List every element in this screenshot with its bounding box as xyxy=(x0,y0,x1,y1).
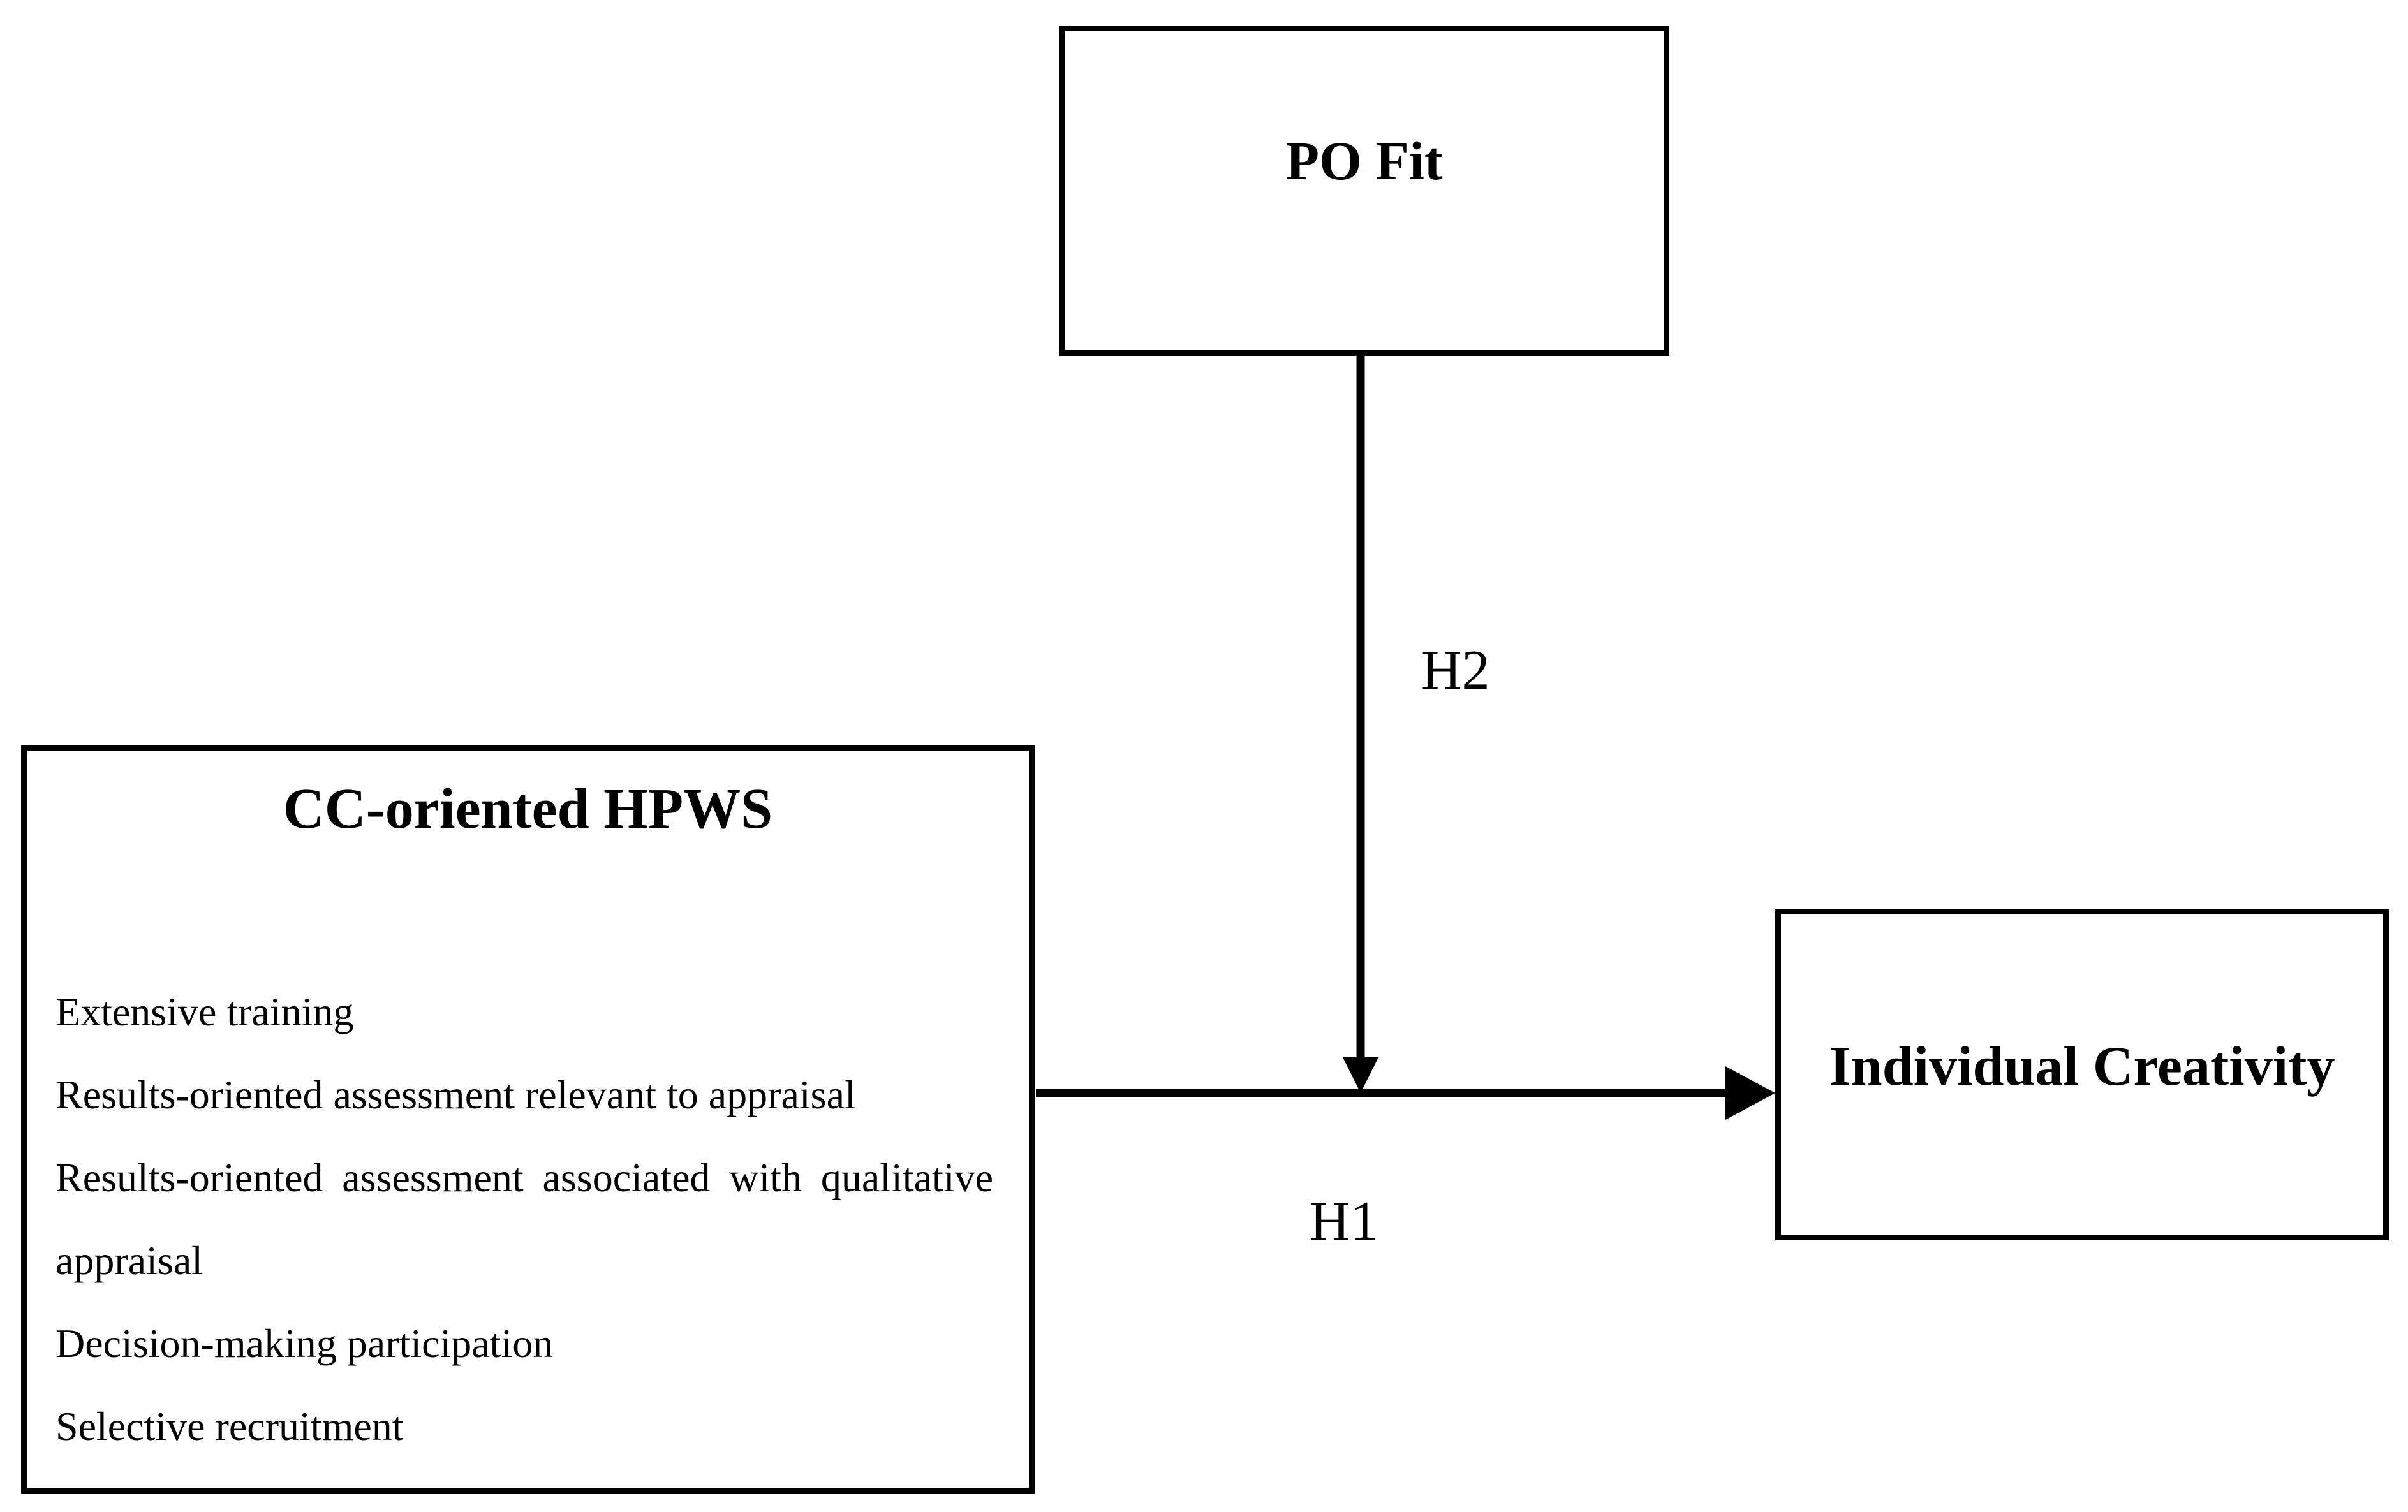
edge-h2-arrow xyxy=(1343,356,1378,1093)
node-cc-oriented-hpws-title: CC-oriented HPWS xyxy=(283,777,773,840)
node-po-fit-title: PO Fit xyxy=(1285,130,1443,191)
hpws-practice-list: Extensive training Results-oriented asse… xyxy=(55,971,993,1468)
hpws-practice-item: Selective recruitment xyxy=(55,1404,404,1449)
node-individual-creativity-title: Individual Creativity xyxy=(1829,1036,2335,1097)
node-po-fit: PO Fit xyxy=(1059,26,1669,356)
hpws-practice-item: Results-oriented assessment relevant to … xyxy=(55,1072,856,1117)
edge-label-h2: H2 xyxy=(1421,640,1490,701)
hpws-practice-item: Decision-making participation xyxy=(55,1321,554,1366)
node-cc-oriented-hpws: CC-oriented HPWS Extensive training Resu… xyxy=(21,745,1035,1494)
hpws-practice-item: Results-oriented assessment associated w… xyxy=(55,1155,993,1283)
hpws-practice-item: Extensive training xyxy=(55,989,354,1034)
node-individual-creativity: Individual Creativity xyxy=(1775,909,2389,1240)
edge-h1-arrow xyxy=(1036,1066,1775,1120)
edge-label-h1: H1 xyxy=(1310,1191,1378,1252)
